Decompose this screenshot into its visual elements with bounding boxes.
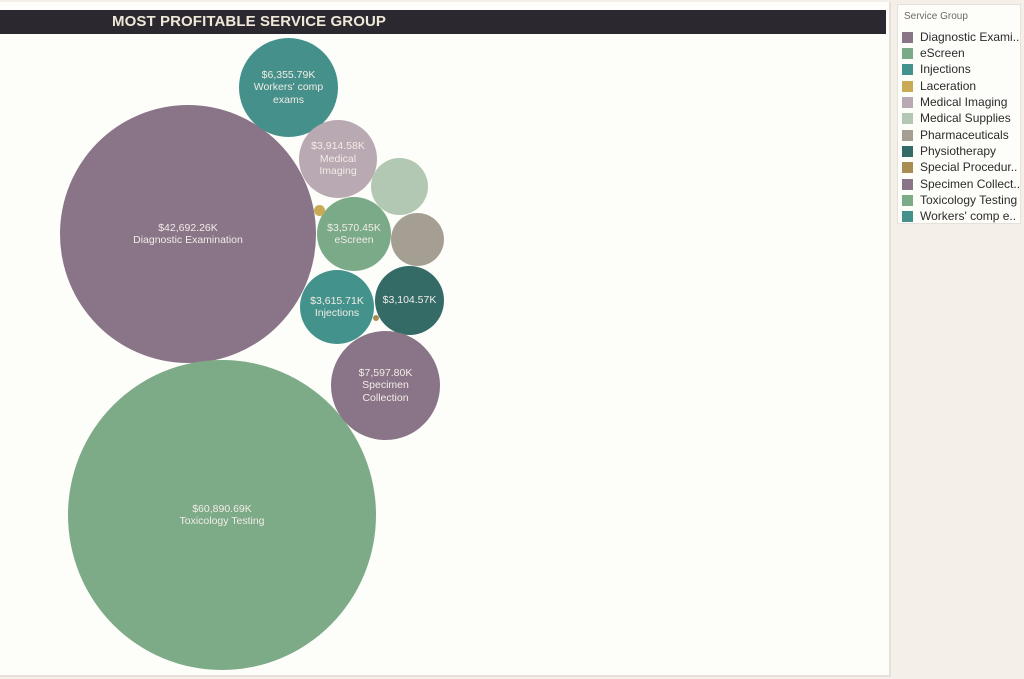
bubble-special-procedures[interactable]: [373, 315, 379, 321]
legend-label: Injections: [920, 62, 971, 76]
legend-label: Diagnostic Exami..: [920, 30, 1020, 44]
bubble-pharmaceuticals[interactable]: [391, 213, 444, 266]
legend-label: Physiotherapy: [920, 144, 997, 158]
bubble-value: $7,597.80K: [358, 366, 413, 379]
bubble-physiotherapy[interactable]: $3,104.57K: [375, 266, 444, 335]
legend-label: Special Procedur..: [920, 160, 1018, 174]
bubble-workers-comp-exams[interactable]: $6,355.79K Workers' comp exams: [239, 38, 338, 137]
legend-item-injections[interactable]: Injections: [902, 61, 1020, 77]
legend-item-medical-supplies[interactable]: Medical Supplies: [902, 110, 1020, 126]
legend-label: Pharmaceuticals: [920, 128, 1009, 142]
legend-label: eScreen: [920, 46, 965, 60]
bubble-value: $3,104.57K: [382, 294, 437, 307]
bubble-escreen[interactable]: $3,570.45K eScreen: [317, 197, 391, 271]
bubble-specimen-collection[interactable]: $7,597.80K Specimen Collection: [331, 331, 440, 440]
legend-swatch: [902, 129, 913, 141]
bubble-label: Diagnostic Examination: [133, 234, 243, 246]
bubble-value: $60,890.69K: [192, 502, 252, 515]
legend: Service Group Diagnostic Exami.. eScreen…: [897, 4, 1021, 224]
legend-swatch: [902, 145, 913, 157]
legend-label: Medical Supplies: [920, 111, 1011, 125]
legend-swatch: [902, 112, 913, 124]
legend-item-diagnostic-examination[interactable]: Diagnostic Exami..: [902, 29, 1020, 45]
legend-swatch: [902, 194, 913, 206]
bubble-diagnostic-examination[interactable]: $42,692.26K Diagnostic Examination: [60, 105, 316, 363]
legend-item-toxicology-testing[interactable]: Toxicology Testing: [902, 192, 1020, 208]
legend-item-workers-comp-exams[interactable]: Workers' comp e..: [902, 208, 1020, 224]
legend-item-physiotherapy[interactable]: Physiotherapy: [902, 143, 1020, 159]
legend-swatch: [902, 63, 913, 75]
legend-label: Laceration: [920, 79, 977, 93]
legend-item-specimen-collection[interactable]: Specimen Collect..: [902, 176, 1020, 192]
legend-item-medical-imaging[interactable]: Medical Imaging: [902, 94, 1020, 110]
bubble-label: Injections: [314, 307, 360, 319]
legend-item-laceration[interactable]: Laceration: [902, 78, 1020, 94]
chart-title-bar: MOST PROFITABLE SERVICE GROUP: [0, 10, 886, 34]
bubble-medical-supplies[interactable]: [371, 158, 428, 215]
legend-item-pharmaceuticals[interactable]: Pharmaceuticals: [902, 127, 1020, 143]
bubble-value: $3,570.45K: [327, 221, 381, 234]
bubble-toxicology-testing[interactable]: $60,890.69K Toxicology Testing: [68, 360, 376, 670]
legend-label: Workers' comp e..: [920, 209, 1017, 223]
legend-swatch: [902, 96, 913, 108]
legend-swatch: [902, 31, 913, 43]
legend-label: Specimen Collect..: [920, 177, 1021, 191]
legend-swatch: [902, 161, 913, 173]
bubble-medical-imaging[interactable]: $3,914.58K Medical Imaging: [299, 120, 377, 198]
legend-label: Toxicology Testing: [920, 193, 1018, 207]
bubble-value: $42,692.26K: [158, 221, 218, 234]
bubble-label: eScreen: [334, 234, 374, 246]
bubble-injections[interactable]: $3,615.71K Injections: [300, 270, 374, 344]
bubble-value: $3,914.58K: [311, 140, 365, 153]
bubble-label: Toxicology Testing: [179, 515, 265, 527]
bubble-value: $3,615.71K: [310, 294, 364, 307]
chart-title: MOST PROFITABLE SERVICE GROUP: [112, 13, 387, 30]
legend-swatch: [902, 80, 913, 92]
legend-label: Medical Imaging: [920, 95, 1008, 109]
legend-swatch: [902, 210, 913, 222]
bubble-label: Workers' comp exams: [253, 81, 324, 106]
legend-item-special-procedures[interactable]: Special Procedur..: [902, 159, 1020, 175]
bubble-value: $6,355.79K: [261, 68, 316, 81]
chart-panel: MOST PROFITABLE SERVICE GROUP $42,692.26…: [0, 2, 891, 677]
legend-swatch: [902, 178, 913, 190]
bubble-label: Medical Imaging: [319, 152, 357, 178]
bubble-laceration[interactable]: [314, 205, 325, 216]
legend-swatch: [902, 47, 913, 59]
legend-title: Service Group: [904, 11, 968, 22]
legend-item-escreen[interactable]: eScreen: [902, 45, 1020, 61]
bubble-label: Specimen Collection: [362, 379, 409, 404]
